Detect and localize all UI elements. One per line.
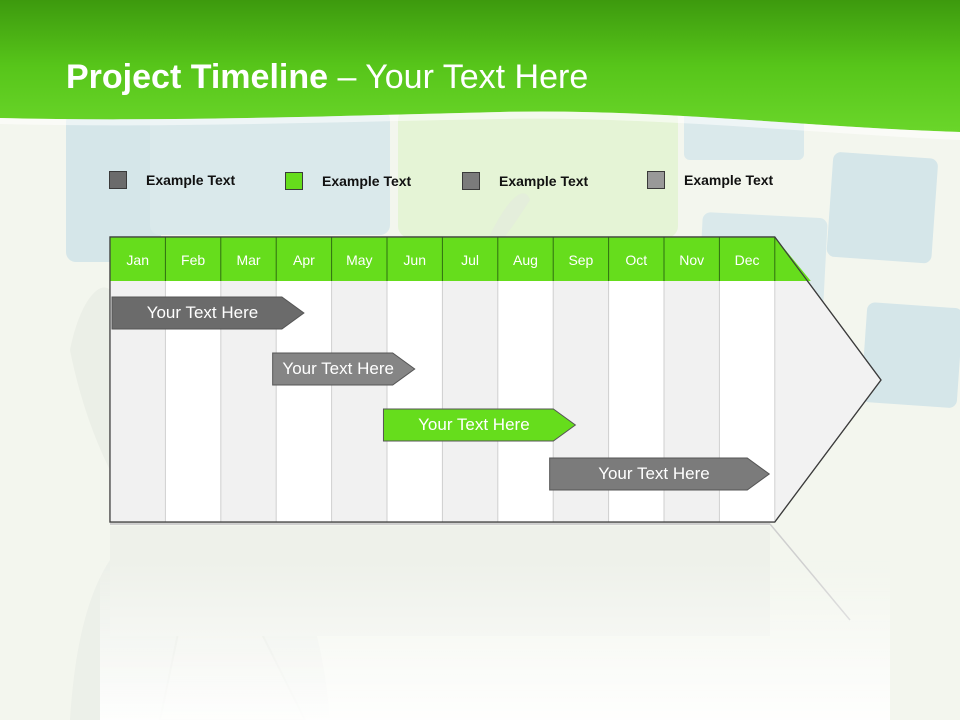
task-label: Your Text Here bbox=[147, 303, 259, 322]
task-label: Your Text Here bbox=[418, 415, 530, 434]
task-arrow bbox=[382, 408, 577, 442]
month-label: Mar bbox=[236, 252, 260, 268]
month-label: Feb bbox=[181, 252, 205, 268]
slide-title-subtitle: – Your Text Here bbox=[328, 58, 589, 96]
month-label: Aug bbox=[513, 252, 538, 268]
legend-swatch bbox=[285, 172, 303, 190]
task-arrow bbox=[549, 457, 771, 491]
timeline-reflection bbox=[100, 523, 890, 720]
task-arrow bbox=[111, 296, 305, 330]
month-label: May bbox=[346, 252, 372, 268]
month-label: Jul bbox=[461, 252, 479, 268]
legend-swatch bbox=[462, 172, 480, 190]
month-column bbox=[331, 281, 387, 522]
month-label: Apr bbox=[293, 252, 315, 268]
month-label: Dec bbox=[735, 252, 760, 268]
month-header bbox=[110, 237, 811, 281]
legend-swatch bbox=[647, 171, 665, 189]
legend-label: Example Text bbox=[684, 172, 774, 188]
legend-label: Example Text bbox=[146, 172, 236, 188]
legend-label: Example Text bbox=[499, 173, 589, 189]
month-column bbox=[442, 281, 498, 522]
slide-title: Project Timeline – Your Text Here bbox=[66, 58, 588, 97]
legend-swatch bbox=[109, 171, 127, 189]
timeline-arrow-outline bbox=[109, 236, 882, 523]
month-column bbox=[497, 281, 554, 522]
task-label: Your Text Here bbox=[598, 464, 710, 483]
month-label: Nov bbox=[679, 252, 704, 268]
slide-title-main: Project Timeline bbox=[66, 58, 329, 96]
task-arrow bbox=[272, 352, 416, 386]
month-column bbox=[387, 281, 443, 522]
task-label: Your Text Here bbox=[282, 359, 394, 378]
month-label: Jun bbox=[403, 252, 426, 268]
month-label: Oct bbox=[625, 252, 647, 268]
legend-label: Example Text bbox=[322, 173, 412, 189]
month-label: Jan bbox=[126, 252, 149, 268]
month-label: Sep bbox=[568, 252, 593, 268]
